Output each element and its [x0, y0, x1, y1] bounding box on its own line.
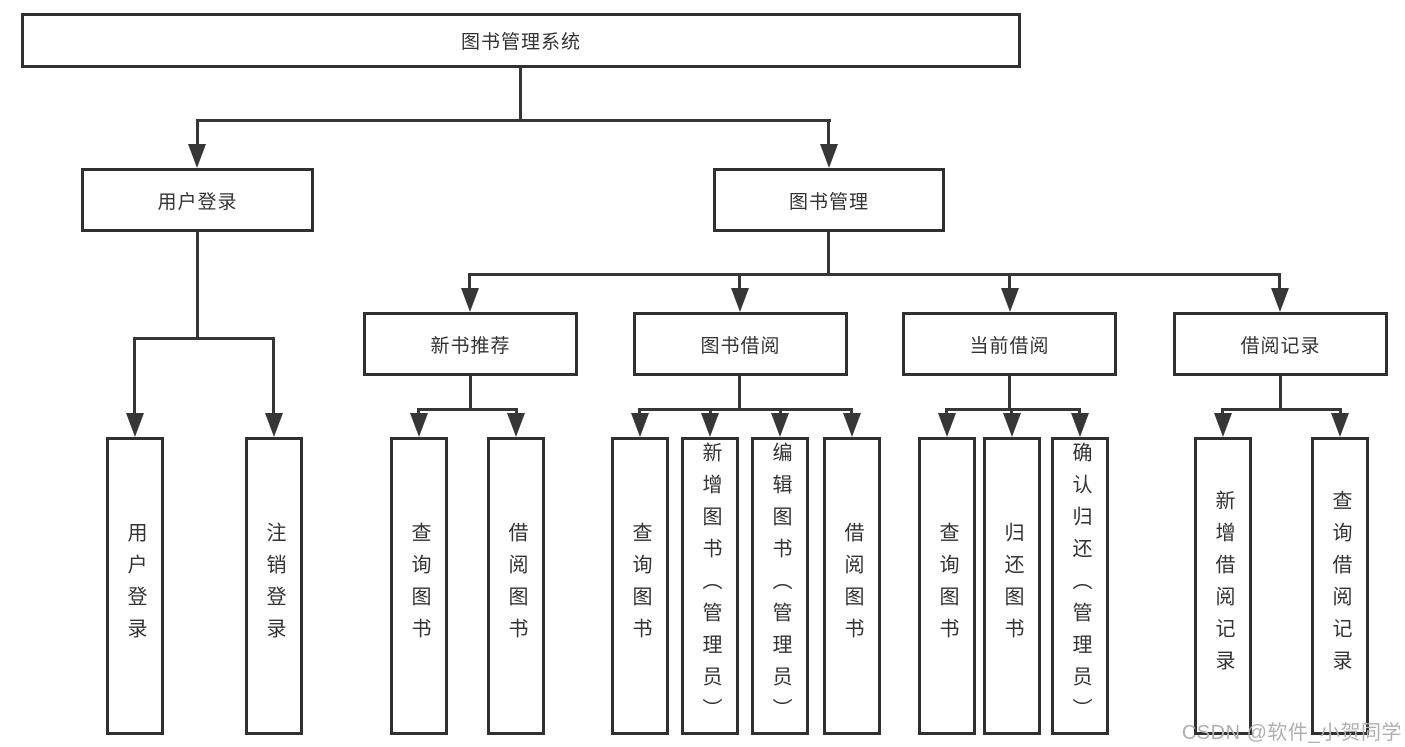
connector-line: [519, 68, 522, 120]
node-label: 图书管理系统: [460, 32, 581, 53]
node-label: 图书借阅: [700, 335, 781, 357]
arrowhead-down-icon: [188, 144, 206, 168]
arrowhead-down-icon: [771, 413, 789, 437]
node-leaf-user-login: 用户登录: [106, 437, 164, 735]
connector-line: [638, 408, 641, 416]
node-label: 借阅图书: [841, 522, 863, 650]
node-leaf-confirm-return-admin: 确认归还（管理员）: [1051, 437, 1109, 735]
connector-line: [850, 408, 853, 416]
node-label: 编辑图书（管理员）: [769, 442, 791, 730]
node-book-management: 图书管理: [713, 168, 945, 232]
connector-line: [468, 273, 471, 291]
node-label: 查询图书: [408, 522, 430, 650]
node-label: 借阅记录: [1240, 335, 1321, 357]
connector-line: [1339, 408, 1342, 416]
connector-line: [827, 232, 830, 276]
arrowhead-down-icon: [265, 413, 283, 437]
arrowhead-down-icon: [1001, 288, 1019, 312]
node-leaf-add-book-admin: 新增图书（管理员）: [681, 437, 739, 735]
connector-line: [469, 273, 1281, 276]
arrowhead-down-icon: [507, 413, 525, 437]
arrowhead-down-icon: [461, 288, 479, 312]
node-label: 用户登录: [157, 191, 238, 213]
node-label: 查询图书: [629, 522, 651, 650]
connector-line: [418, 408, 518, 411]
node-label: 注销登录: [263, 522, 285, 650]
csdn-watermark: CSDN @软件_小贺同学: [1181, 722, 1402, 744]
connector-line: [1221, 408, 1224, 416]
node-leaf-edit-book-admin: 编辑图书（管理员）: [751, 437, 809, 735]
node-label: 新增图书（管理员）: [699, 442, 721, 730]
arrowhead-down-icon: [1003, 413, 1021, 437]
connector-line: [945, 408, 948, 416]
arrowhead-down-icon: [938, 413, 956, 437]
node-borrow-record: 借阅记录: [1173, 312, 1388, 376]
connector-line: [1078, 408, 1081, 416]
node-label: 新增借阅记录: [1212, 490, 1234, 682]
connector-line: [1010, 408, 1013, 416]
connector-line: [1279, 376, 1282, 408]
arrowhead-down-icon: [1331, 413, 1349, 437]
arrowhead-down-icon: [701, 413, 719, 437]
connector-line: [469, 376, 472, 408]
connector-line: [196, 119, 199, 147]
connector-line: [197, 119, 831, 122]
connector-line: [639, 408, 853, 411]
arrowhead-down-icon: [631, 413, 649, 437]
connector-line: [738, 273, 741, 291]
connector-line: [709, 408, 712, 416]
node-current-borrow: 当前借阅: [902, 312, 1117, 376]
connector-line: [1278, 273, 1281, 291]
node-label: 当前借阅: [969, 335, 1050, 357]
connector-line: [272, 337, 275, 415]
node-new-book-recommend: 新书推荐: [363, 312, 578, 376]
connector-line: [827, 119, 830, 147]
node-leaf-query-book-1: 查询图书: [390, 437, 448, 735]
node-leaf-query-borrow-record: 查询借阅记录: [1311, 437, 1369, 735]
node-label: 用户登录: [124, 522, 146, 650]
node-label: 归还图书: [1001, 522, 1023, 650]
connector-line: [515, 408, 518, 416]
node-leaf-borrow-book-1: 借阅图书: [487, 437, 545, 735]
arrowhead-down-icon: [1214, 413, 1232, 437]
arrowhead-down-icon: [820, 144, 838, 168]
connector-line: [946, 408, 1081, 411]
arrowhead-down-icon: [126, 413, 144, 437]
arrowhead-down-icon: [731, 288, 749, 312]
arrowhead-down-icon: [1271, 288, 1289, 312]
connector-line: [1008, 376, 1011, 408]
connector-line: [779, 408, 782, 416]
node-label: 查询图书: [936, 522, 958, 650]
node-root: 图书管理系统: [21, 13, 1021, 68]
node-label: 借阅图书: [505, 522, 527, 650]
arrowhead-down-icon: [410, 413, 428, 437]
connector-line: [1222, 408, 1341, 411]
node-label: 图书管理: [788, 191, 869, 213]
node-label: 查询借阅记录: [1329, 490, 1351, 682]
node-leaf-return-book: 归还图书: [983, 437, 1041, 735]
connector-line: [196, 232, 199, 337]
connector-line: [1008, 273, 1011, 291]
arrowhead-down-icon: [1071, 413, 1089, 437]
node-leaf-add-borrow-record: 新增借阅记录: [1194, 437, 1252, 735]
node-leaf-query-book-3: 查询图书: [918, 437, 976, 735]
node-label: 确认归还（管理员）: [1069, 442, 1091, 730]
node-leaf-logout: 注销登录: [245, 437, 303, 735]
connector-line: [417, 408, 420, 416]
node-leaf-query-book-2: 查询图书: [611, 437, 669, 735]
node-label: 新书推荐: [430, 335, 511, 357]
node-user-login: 用户登录: [81, 168, 314, 232]
node-leaf-borrow-book-2: 借阅图书: [823, 437, 881, 735]
arrowhead-down-icon: [843, 413, 861, 437]
connector-line: [738, 376, 741, 408]
node-book-borrow: 图书借阅: [633, 312, 848, 376]
connector-line: [133, 337, 136, 415]
connector-line: [134, 337, 275, 340]
